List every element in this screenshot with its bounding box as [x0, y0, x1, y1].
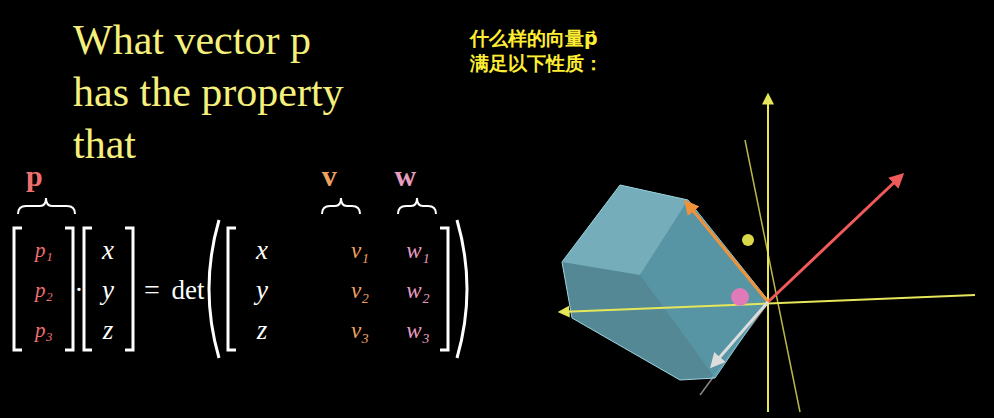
matrix-entry: y [102, 277, 114, 304]
matrix-entry: x [102, 237, 114, 264]
vector-name: p⃗ [26, 161, 66, 191]
matrix-bracket [14, 220, 467, 358]
title: What vector p⃗ has the property that [73, 14, 403, 170]
matrix-entry: v₁ [351, 239, 369, 262]
matrix-entry: v₃ [351, 319, 369, 342]
matrix-entry: p₁ [35, 240, 53, 261]
matrix-entry: y [256, 277, 268, 304]
3d-scene [560, 95, 975, 412]
matrix-entry: w₃ [406, 319, 429, 342]
det-operator: det [172, 277, 205, 304]
dot-operator: · [74, 276, 83, 304]
matrix-entry: z [103, 317, 114, 344]
vector-name: v⃗ [322, 161, 360, 191]
matrix-entry: w₁ [406, 239, 429, 262]
vector-name: w⃗ [395, 161, 440, 191]
brace [18, 198, 436, 214]
matrix-entry: w₂ [406, 279, 429, 302]
matrix-entry: x [256, 237, 268, 264]
matrix-entry: p₃ [35, 320, 53, 341]
equals-sign: = [144, 276, 160, 304]
matrix-entry: p₂ [35, 280, 53, 301]
matrix-entry: v₂ [351, 279, 369, 302]
subtitle: 什么样的向量p⃗ 满足以下性质： [470, 26, 610, 75]
matrix-entry: z [257, 317, 268, 344]
